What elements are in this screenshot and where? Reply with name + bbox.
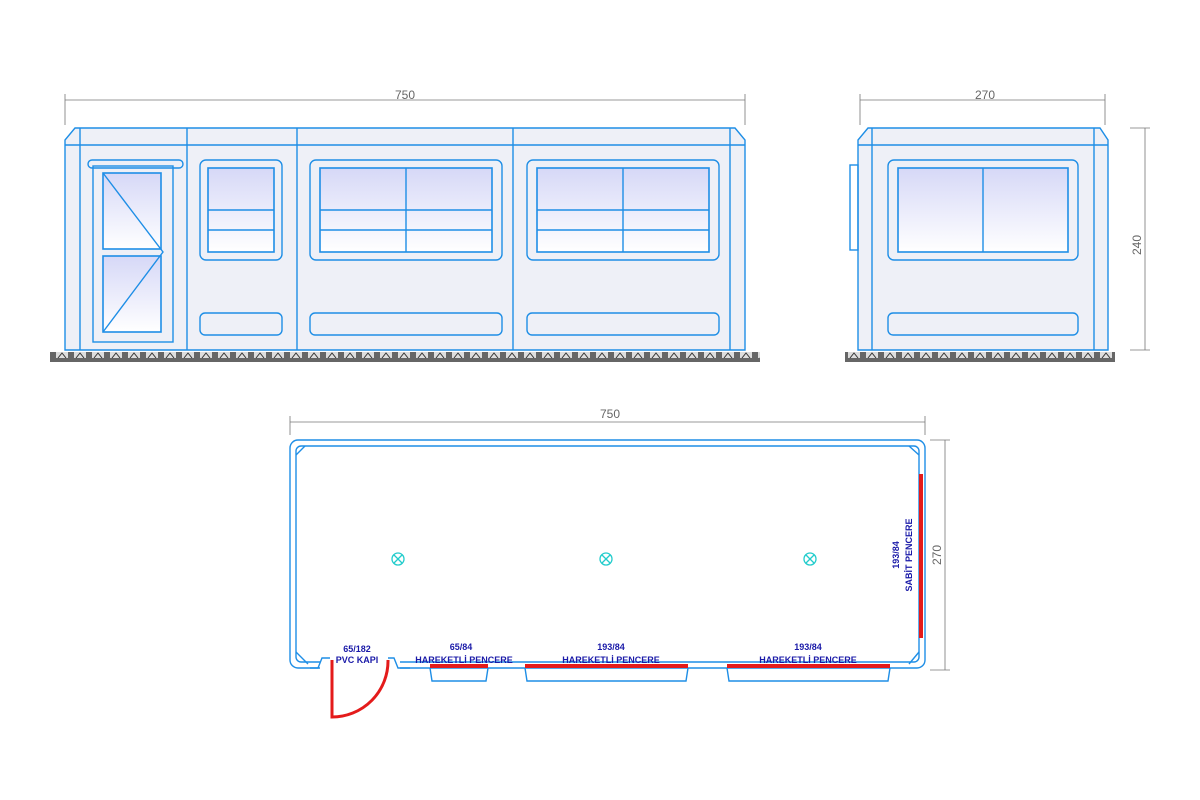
door-size: 65/182 <box>343 644 371 654</box>
window-1-size: 65/84 <box>450 642 473 652</box>
door-name: PVC KAPI <box>336 655 379 665</box>
ceiling-light <box>391 552 817 566</box>
window-4-size: 193/84 <box>891 541 901 569</box>
plan-width-label: 750 <box>600 407 620 421</box>
window-2-size: 193/84 <box>597 642 625 652</box>
side-width-label: 270 <box>975 88 995 102</box>
window-4-name: SABİT PENCERE <box>904 518 914 591</box>
window-3-name: HAREKETLİ PENCERE <box>759 655 857 665</box>
floor-plan: 750 270 65/182 PVC KAPI 65/84 HAREKETLİ … <box>289 407 950 719</box>
window-3-size: 193/84 <box>794 642 822 652</box>
plan-depth-label: 270 <box>930 545 944 565</box>
door-swing <box>330 659 390 719</box>
window-1-name: HAREKETLİ PENCERE <box>415 655 513 665</box>
window-2-name: HAREKETLİ PENCERE <box>562 655 660 665</box>
side-height-label: 240 <box>1130 235 1144 255</box>
front-width-label: 750 <box>395 88 415 102</box>
front-elevation: 750 <box>50 88 760 362</box>
side-base <box>845 352 1115 362</box>
side-elevation: 270 240 <box>845 88 1150 362</box>
front-base <box>50 352 760 362</box>
